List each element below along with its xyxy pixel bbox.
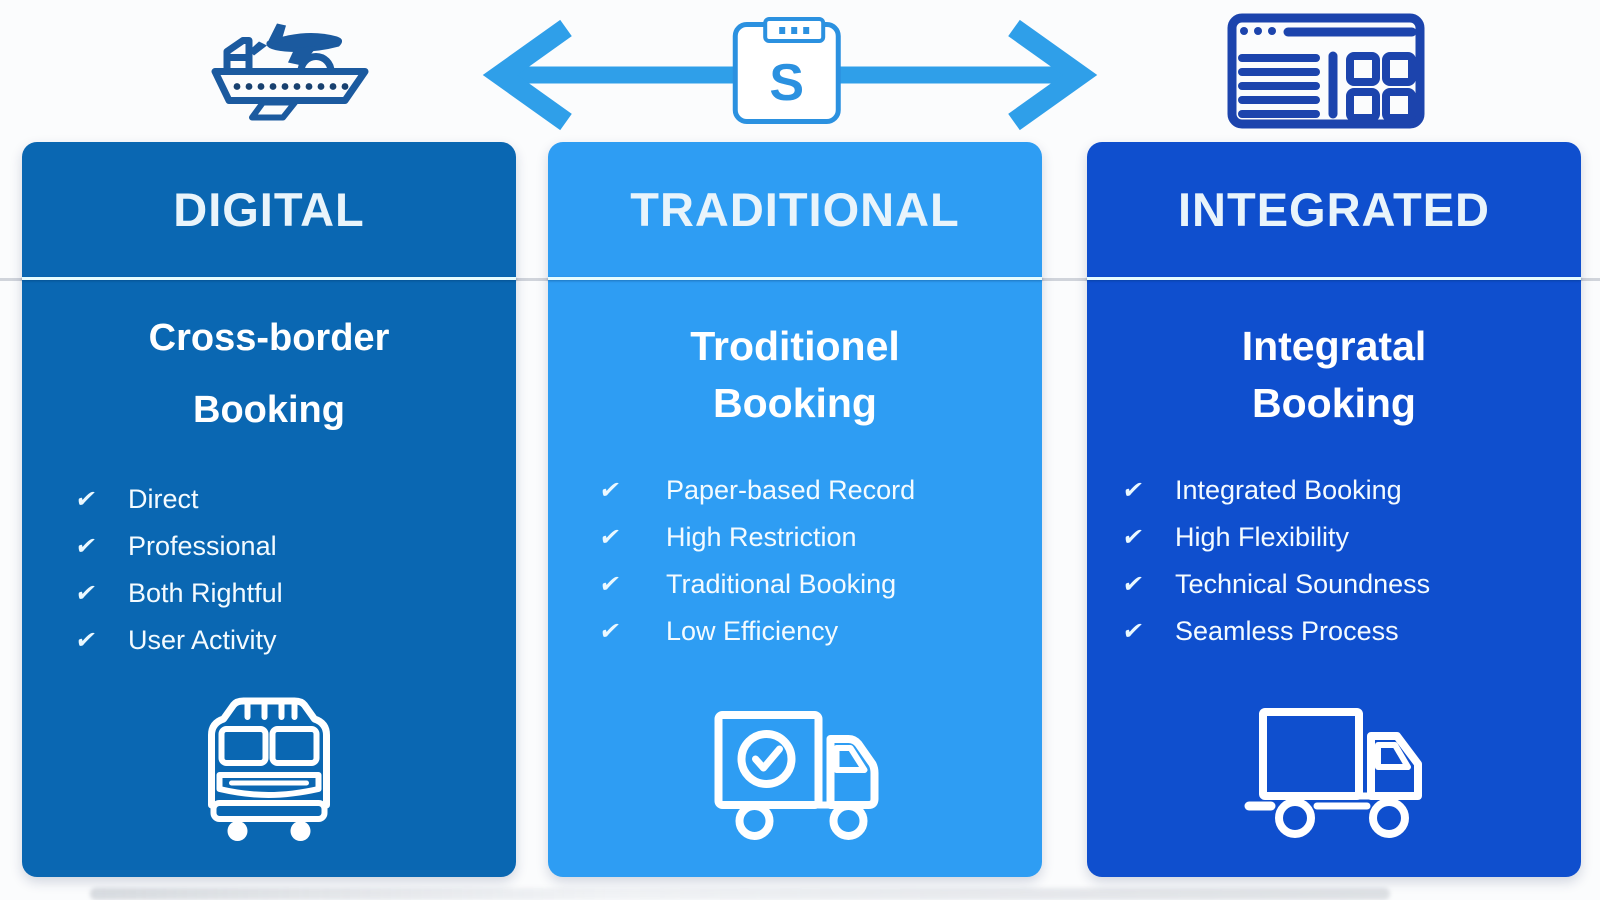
- item-label: Traditional Booking: [666, 569, 897, 600]
- list-item: ✔ Direct: [73, 476, 516, 523]
- list-item: ✔ Seamless Process: [1120, 608, 1581, 655]
- plane-silhouette: [249, 23, 343, 66]
- column-title: Cross-border Booking: [22, 302, 516, 446]
- item-label: High Restriction: [666, 522, 857, 553]
- dot-icon: [791, 26, 798, 34]
- check-icon: ✔: [597, 571, 623, 599]
- feature-list: ✔ Paper-based Record ✔ High Restriction …: [548, 467, 1042, 655]
- item-label: Low Efficiency: [666, 616, 839, 647]
- title-line: Integratal: [1241, 323, 1427, 369]
- browser-grid-icon: [1227, 13, 1425, 129]
- list-item: ✔ High Flexibility: [1120, 514, 1581, 561]
- exchange-arrow: S: [470, 14, 1110, 136]
- column-title: Integratal Booking: [1087, 318, 1581, 431]
- check-icon: ✔: [1120, 618, 1146, 646]
- title-line: Troditionel: [690, 323, 900, 369]
- column-traditional: TRADITIONAL Troditionel Booking ✔ Paper-…: [548, 142, 1042, 877]
- check-icon: ✔: [73, 627, 99, 655]
- item-label: Direct: [128, 484, 199, 515]
- delivery-truck-check-icon: [714, 711, 879, 840]
- column-header: INTEGRATED: [1177, 183, 1490, 236]
- item-label: Integrated Booking: [1175, 475, 1402, 506]
- check-icon: ✔: [1120, 571, 1146, 599]
- check-icon: ✔: [73, 486, 99, 514]
- column-header: DIGITAL: [173, 183, 365, 236]
- dot-icon: [779, 26, 786, 34]
- item-label: Paper-based Record: [666, 475, 916, 506]
- s-badge-letter: S: [769, 54, 805, 112]
- bus-front-icon: [208, 697, 330, 841]
- column-integrated: INTEGRATED Integratal Booking ✔ Integrat…: [1087, 142, 1581, 877]
- check-icon: ✔: [597, 477, 623, 505]
- list-item: ✔ Traditional Booking: [597, 561, 1042, 608]
- item-label: Professional: [128, 531, 277, 562]
- s-badge: S: [732, 17, 841, 124]
- column-digital: DIGITAL Cross-border Booking ✔ Direct ✔ …: [22, 142, 516, 877]
- column-divider: [548, 277, 1042, 280]
- item-label: Both Rightful: [128, 578, 283, 609]
- check-icon: ✔: [597, 524, 623, 552]
- title-line: Cross-border: [148, 317, 390, 359]
- check-icon: ✔: [1120, 477, 1146, 505]
- item-label: High Flexibility: [1175, 522, 1350, 553]
- list-item: ✔ Professional: [73, 523, 516, 570]
- check-icon: ✔: [597, 618, 623, 646]
- title-line: Booking: [1252, 379, 1416, 426]
- list-item: ✔ User Activity: [73, 617, 516, 664]
- item-label: User Activity: [128, 625, 277, 656]
- item-label: Seamless Process: [1175, 616, 1399, 647]
- list-item: ✔ Both Rightful: [73, 570, 516, 617]
- column-divider: [22, 277, 516, 280]
- check-icon: ✔: [73, 533, 99, 561]
- dot-icon: [803, 26, 810, 34]
- column-title: Troditionel Booking: [548, 318, 1042, 431]
- column-header: TRADITIONAL: [630, 183, 960, 236]
- ship-plane-icon: [211, 23, 369, 121]
- title-line: Booking: [713, 379, 877, 426]
- feature-list: ✔ Integrated Booking ✔ High Flexibility …: [1087, 467, 1581, 655]
- title-line: Booking: [193, 389, 345, 432]
- s-badge-dots: [763, 17, 826, 43]
- column-divider: [1087, 277, 1581, 280]
- list-item: ✔ High Restriction: [597, 514, 1042, 561]
- check-icon: ✔: [1120, 524, 1146, 552]
- delivery-truck-icon: [1244, 708, 1422, 838]
- feature-list: ✔ Direct ✔ Professional ✔ Both Rightful …: [22, 476, 516, 664]
- list-item: ✔ Low Efficiency: [597, 608, 1042, 655]
- list-item: ✔ Technical Soundness: [1120, 561, 1581, 608]
- check-icon: ✔: [73, 580, 99, 608]
- bottom-edge-artifact: [90, 888, 1390, 900]
- item-label: Technical Soundness: [1175, 569, 1431, 600]
- list-item: ✔ Integrated Booking: [1120, 467, 1581, 514]
- list-item: ✔ Paper-based Record: [597, 467, 1042, 514]
